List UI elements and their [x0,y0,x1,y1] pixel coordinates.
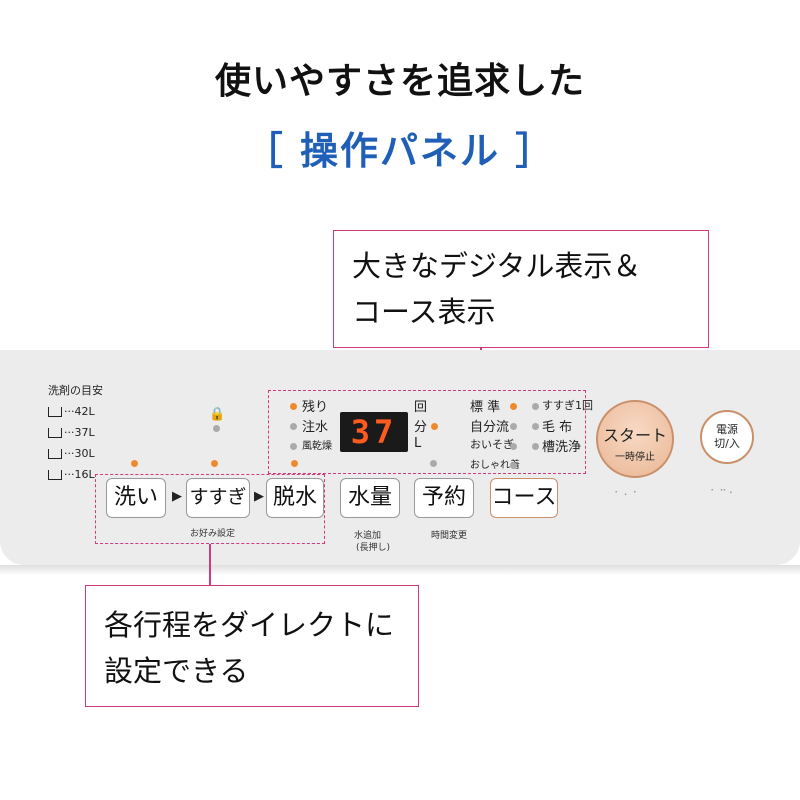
power-label-2: 切/入 [714,437,740,450]
course-tub-clean: 槽洗浄 [542,440,582,455]
course-standard: 標 準 [470,400,501,415]
display-callout-line2: コース表示 [352,295,496,329]
air-dry-indicator: 風乾燥 [302,441,332,452]
power-label-1: 電源 [716,423,738,436]
subheadline: ［ 操作パネル ］ [244,129,556,173]
display-callout: 大きなデジタル表示＆ コース表示 [333,230,709,348]
unit-times: 回 [414,400,428,415]
detergent-row: ···37L [48,422,103,443]
detergent-row: ···42L [48,401,103,422]
arrow-right-icon: ▶ [254,489,264,504]
rinse-button[interactable]: すすぎ [186,478,250,518]
water-add-label: 水追加 [354,531,382,541]
course-standard-led [510,403,517,410]
direct-callout-line2: 設定できる [104,654,249,688]
spin-button[interactable]: 脱水 [266,478,324,518]
course-custom-led [510,423,517,430]
fill-indicator: 注水 [302,420,329,435]
minutes-led [431,423,438,430]
unit-liters: L [414,436,422,451]
display-highlight [268,390,586,474]
child-lock-icon: 🔒 [209,407,226,422]
preference-label: お好み設定 [190,529,236,539]
start-label: スタート [602,426,667,445]
braille-dots: ⠂⠄⠂ [614,488,642,499]
rinse-led [211,460,218,467]
detergent-row: ···30L [48,443,103,464]
braille-dots: ⠂⠒⠄ [710,486,738,497]
tub-icon [48,470,62,480]
course-one-rinse-led [532,403,539,410]
remaining-indicator: 残り [302,400,329,415]
pause-label: 一時停止 [615,452,655,463]
tub-icon [48,449,62,459]
tub-icon [48,407,62,417]
headline: 使いやすさを追求した [214,61,585,102]
direct-callout-line1: 各行程をダイレクトに [104,608,395,642]
course-one-rinse: すすぎ1回 [542,399,593,412]
direct-setting-highlight [95,474,325,544]
course-blanket: 毛 布 [542,420,573,435]
unit-minutes: 分 [414,420,428,435]
spin-led [291,460,298,467]
reserve-button[interactable]: 予約 [414,478,474,518]
arrow-right-icon: ▶ [172,489,182,504]
course-quick-led [510,443,517,450]
direct-callout-leader [209,544,211,585]
course-delicate: おしゃれ着 [470,460,520,471]
course-delicate-led [510,462,517,469]
wash-button[interactable]: 洗い [106,478,166,518]
course-tub-clean-led [532,443,539,450]
panel-edge [0,565,800,575]
direct-callout: 各行程をダイレクトに 設定できる [85,585,419,707]
power-button[interactable]: 電源 切/入 [700,410,754,464]
start-pause-button[interactable]: スタート 一時停止 [596,400,674,478]
unit-led [430,460,437,467]
detergent-guide: 洗剤の目安 ···42L ···37L ···30L ···16L [48,380,103,485]
detergent-guide-title: 洗剤の目安 [48,384,103,397]
course-blanket-led [532,423,539,430]
course-button[interactable]: コース [490,478,558,518]
wash-led [131,460,138,467]
time-change-label: 時間変更 [431,531,468,541]
remaining-led [290,403,297,410]
air-dry-led [290,443,297,450]
tub-icon [48,428,62,438]
display-callout-line1: 大きなデジタル表示＆ [352,249,642,283]
water-level-button[interactable]: 水量 [340,478,400,518]
course-custom: 自分流 [470,420,510,435]
detergent-row: ···16L [48,464,103,485]
digital-display: 37 [340,412,408,452]
lock-led [213,425,220,432]
long-press-label: (長押し) [356,543,391,553]
fill-led [290,423,297,430]
course-quick: おいそぎ [470,438,514,451]
